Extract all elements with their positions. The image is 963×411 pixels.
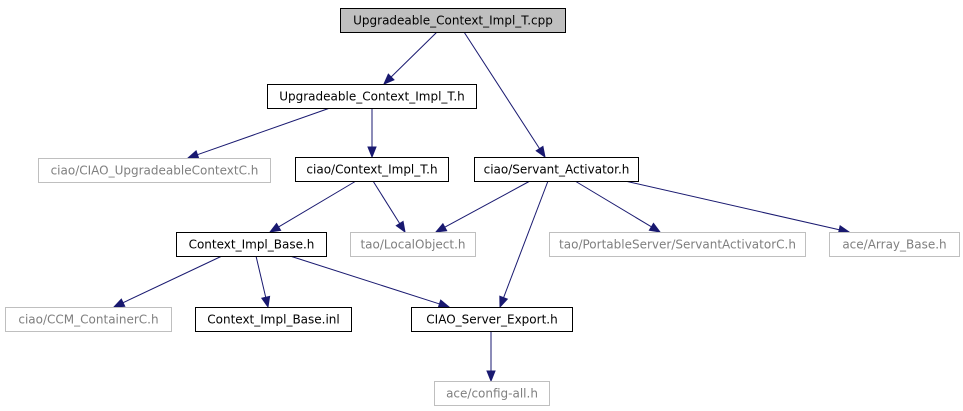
node-label: ace/Array_Base.h bbox=[842, 238, 946, 252]
node-label: ciao/Servant_Activator.h bbox=[484, 163, 630, 177]
edge-ciao_servant_activator-to-ciao_server_export bbox=[499, 180, 549, 309]
edge-upgrade_h-to-ciao_context_impl_t bbox=[367, 108, 377, 159]
edge-line bbox=[255, 255, 267, 298]
arrowhead-icon bbox=[437, 299, 451, 309]
edge-ciao_servant_activator-to-tao_servant_activator_c bbox=[574, 180, 662, 233]
node-label: Upgradeable_Context_Impl_T.cpp bbox=[353, 14, 553, 28]
arrowhead-icon bbox=[535, 145, 546, 159]
node-ciao-context-impl-t[interactable]: ciao/Context_Impl_T.h bbox=[295, 157, 449, 182]
edge-ciao_servant_activator-to-tao_local_object bbox=[434, 180, 531, 233]
node-box bbox=[411, 307, 573, 332]
edge-ciao_context_impl_t-to-tao_local_object bbox=[372, 180, 406, 234]
node-box bbox=[474, 157, 639, 182]
edge-context_impl_base_h-to-ciao_ccm_container_c bbox=[112, 255, 223, 308]
arrowhead-icon bbox=[112, 298, 126, 308]
edge-ciao_servant_activator-to-ace_array_base bbox=[624, 180, 851, 235]
node-label: ciao/Context_Impl_T.h bbox=[306, 163, 437, 177]
arrowhead-icon bbox=[499, 295, 509, 309]
edge-line bbox=[390, 31, 438, 78]
edge-root-to-upgrade_h bbox=[383, 31, 438, 85]
arrowhead-icon bbox=[186, 150, 200, 159]
arrowhead-icon bbox=[434, 222, 448, 233]
node-box bbox=[350, 232, 476, 257]
node-label: Context_Impl_Base.h bbox=[189, 238, 315, 252]
node-box bbox=[340, 8, 566, 33]
edge-root-to-ciao_servant_activator bbox=[463, 31, 546, 159]
node-ciao-server-export[interactable]: CIAO_Server_Export.h bbox=[411, 307, 573, 332]
arrowhead-icon bbox=[648, 222, 662, 233]
node-box bbox=[434, 381, 550, 406]
edge-line bbox=[122, 255, 223, 304]
node-context-impl-base-inl[interactable]: Context_Impl_Base.inl bbox=[195, 307, 352, 332]
edge-line bbox=[197, 107, 331, 156]
node-box bbox=[549, 232, 806, 257]
edge-upgrade_h-to-ciao_upgradeable_c bbox=[186, 107, 331, 159]
edge-line bbox=[574, 180, 652, 228]
node-ciao-servant-activator[interactable]: ciao/Servant_Activator.h bbox=[474, 157, 639, 182]
edges-layer bbox=[112, 31, 851, 383]
edge-ciao_context_impl_t-to-context_impl_base_h bbox=[268, 180, 357, 233]
node-label: tao/LocalObject.h bbox=[360, 238, 465, 252]
node-label: Upgradeable_Context_Impl_T.h bbox=[279, 90, 465, 104]
node-tao-local-object: tao/LocalObject.h bbox=[350, 232, 476, 257]
arrowhead-icon bbox=[268, 222, 282, 233]
node-label: Context_Impl_Base.inl bbox=[207, 313, 340, 327]
edge-context_impl_base_h-to-context_impl_base_inl bbox=[255, 255, 271, 309]
edge-line bbox=[444, 180, 531, 228]
node-box bbox=[295, 157, 449, 182]
node-label: ciao/CCM_ContainerC.h bbox=[18, 313, 158, 327]
node-label: ace/config-all.h bbox=[446, 387, 538, 401]
node-ace-config-all: ace/config-all.h bbox=[434, 381, 550, 406]
arrowhead-icon bbox=[395, 220, 406, 234]
arrowhead-icon bbox=[260, 295, 271, 309]
node-tao-servant-activator-c: tao/PortableServer/ServantActivatorC.h bbox=[549, 232, 806, 257]
arrowhead-icon bbox=[367, 146, 377, 159]
edge-context_impl_base_h-to-ciao_server_export bbox=[289, 255, 451, 309]
node-upgrade-h[interactable]: Upgradeable_Context_Impl_T.h bbox=[267, 84, 477, 109]
edge-line bbox=[372, 180, 401, 224]
node-box bbox=[38, 158, 271, 183]
node-box bbox=[5, 307, 172, 332]
node-ciao-upgradeable-c: ciao/CIAO_UpgradeableContextC.h bbox=[38, 158, 271, 183]
nodes-layer: Upgradeable_Context_Impl_T.cppUpgradeabl… bbox=[5, 8, 960, 406]
arrowhead-icon bbox=[383, 73, 395, 85]
edge-line bbox=[463, 31, 540, 149]
node-ciao-ccm-container-c: ciao/CCM_ContainerC.h bbox=[5, 307, 172, 332]
node-label: ciao/CIAO_UpgradeableContextC.h bbox=[51, 164, 259, 178]
edge-line bbox=[503, 180, 549, 298]
node-root[interactable]: Upgradeable_Context_Impl_T.cpp bbox=[340, 8, 566, 33]
edge-line bbox=[624, 180, 840, 231]
node-box bbox=[267, 84, 477, 109]
node-context-impl-base-h[interactable]: Context_Impl_Base.h bbox=[176, 232, 327, 257]
arrowhead-icon bbox=[486, 370, 496, 383]
node-box bbox=[829, 232, 960, 257]
node-label: tao/PortableServer/ServantActivatorC.h bbox=[559, 238, 796, 252]
edge-line bbox=[278, 180, 357, 228]
node-ace-array-base: ace/Array_Base.h bbox=[829, 232, 960, 257]
node-box bbox=[176, 232, 327, 257]
edge-ciao_server_export-to-ace_config_all bbox=[486, 331, 496, 383]
node-label: CIAO_Server_Export.h bbox=[426, 313, 557, 327]
node-box bbox=[195, 307, 352, 332]
edge-line bbox=[289, 255, 440, 305]
